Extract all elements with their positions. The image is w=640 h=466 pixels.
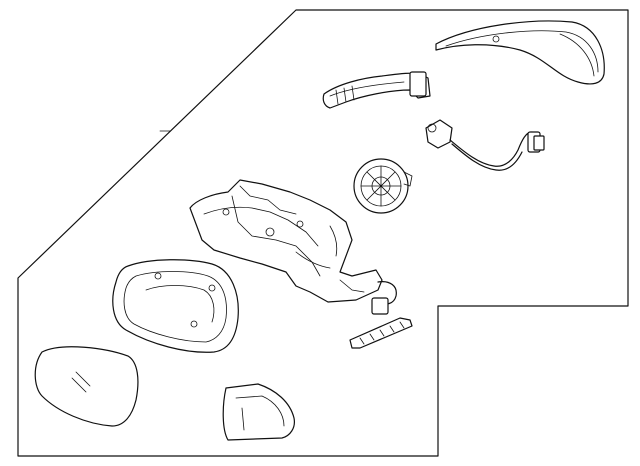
diagram-panel-outline [17,9,629,457]
mirror-housing-assembly [189,179,397,315]
mirror-glass-frame [112,259,239,353]
mirror-motor-actuator [353,158,413,214]
mirror-base-trim-cover [222,383,295,441]
puddle-lamp-wiring-harness [425,119,545,171]
mirror-glass [34,346,139,427]
gasket-seal [349,317,413,349]
mirror-cover-cap [435,20,605,85]
turn-signal-lamp [322,71,431,109]
